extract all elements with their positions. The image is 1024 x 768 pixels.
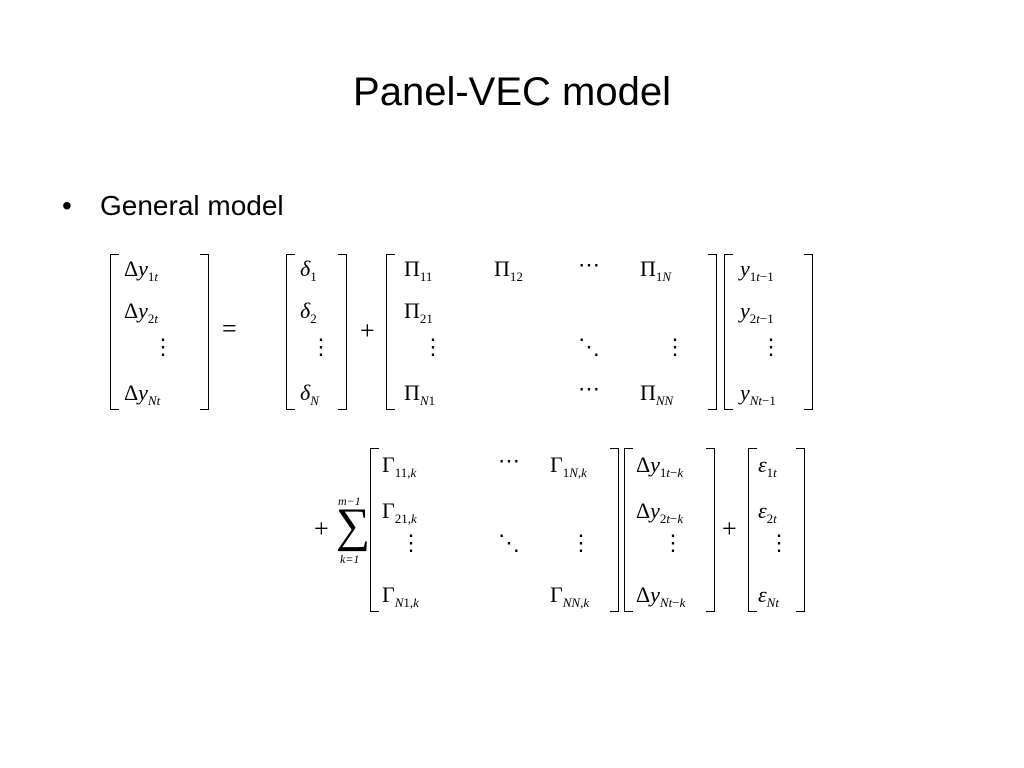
delta-entry-2: δ2 — [300, 298, 317, 326]
pi-12: Π12 — [494, 256, 523, 284]
pi-21: Π21 — [404, 298, 433, 326]
lhs-entry-4: ΔyNt — [124, 380, 161, 408]
gamma-row3-ddots: ⋱ — [498, 530, 520, 555]
eps-entry-1: ε1t — [758, 452, 777, 480]
eps-entry-4: εNt — [758, 582, 779, 610]
summation-icon: ∑ — [336, 499, 371, 552]
pi-left-bracket — [386, 254, 395, 410]
lhs-entry-1: Δy1t — [124, 256, 159, 284]
pi-row4-hdots: ⋯ — [578, 376, 600, 401]
pi-right-bracket — [708, 254, 717, 410]
delta-right-bracket — [338, 254, 347, 410]
dylag-entry-4: ΔyNt−k — [636, 582, 686, 610]
lhs-right-bracket — [200, 254, 209, 410]
dylag-entry-2: Δy2t−k — [636, 498, 684, 526]
pi-1N: Π1N — [640, 256, 672, 284]
pi-N1: ΠN1 — [404, 380, 436, 408]
pi-row3-vdots-2: ⋮ — [664, 334, 686, 359]
pi-NN: ΠNN — [640, 380, 674, 408]
ylag-entry-3: ⋮ — [760, 334, 782, 359]
gamma-right-bracket — [610, 448, 619, 612]
ylag-left-bracket — [724, 254, 733, 410]
bullet-text: General model — [100, 190, 284, 221]
delta-entry-4: δN — [300, 380, 319, 408]
lhs-entry-2: Δy2t — [124, 298, 159, 326]
sum-upper-limit: m−1 — [338, 494, 361, 508]
ylag-right-bracket — [804, 254, 813, 410]
sum-lower-limit: k=1 — [340, 552, 360, 566]
gamma-N1k: ΓN1,k — [382, 582, 419, 610]
equals-sign: = — [222, 314, 237, 343]
dylag-right-bracket — [706, 448, 715, 612]
eps-right-bracket — [796, 448, 805, 612]
delta-entry-1: δ1 — [300, 256, 317, 284]
ylag-entry-1: y1t−1 — [740, 256, 774, 284]
gamma-row3-vdots-2: ⋮ — [570, 530, 592, 555]
gamma-row3-vdots-1: ⋮ — [400, 530, 422, 555]
plus-sign-3: + — [722, 514, 737, 543]
ylag-entry-4: yNt−1 — [740, 380, 776, 408]
gamma-11k: Γ11,k — [382, 452, 417, 480]
gamma-row1-hdots: ⋯ — [498, 448, 520, 473]
gamma-1Nk: Γ1N,k — [550, 452, 587, 480]
pi-11: Π11 — [404, 256, 433, 284]
eps-left-bracket — [748, 448, 757, 612]
gamma-NNk: ΓNN,k — [550, 582, 590, 610]
lhs-left-bracket — [110, 254, 119, 410]
dylag-entry-1: Δy1t−k — [636, 452, 684, 480]
ylag-entry-2: y2t−1 — [740, 298, 774, 326]
gamma-21k: Γ21,k — [382, 498, 417, 526]
pi-row1-hdots: ⋯ — [578, 252, 600, 277]
slide-title: Panel-VEC model — [353, 70, 671, 114]
eps-entry-2: ε2t — [758, 498, 777, 526]
delta-left-bracket — [286, 254, 295, 410]
pi-row3-vdots-1: ⋮ — [422, 334, 444, 359]
dylag-entry-3: ⋮ — [662, 530, 684, 555]
pi-row3-ddots: ⋱ — [578, 334, 600, 359]
gamma-left-bracket — [370, 448, 379, 612]
dylag-left-bracket — [624, 448, 633, 612]
eps-entry-3: ⋮ — [768, 530, 790, 555]
plus-sign-2: + — [314, 514, 329, 543]
lhs-entry-3: ⋮ — [152, 334, 174, 359]
delta-entry-3: ⋮ — [310, 334, 332, 359]
bullet-item: • General model — [62, 190, 284, 222]
plus-sign-1: + — [360, 316, 375, 345]
bullet-dot: • — [62, 190, 72, 221]
